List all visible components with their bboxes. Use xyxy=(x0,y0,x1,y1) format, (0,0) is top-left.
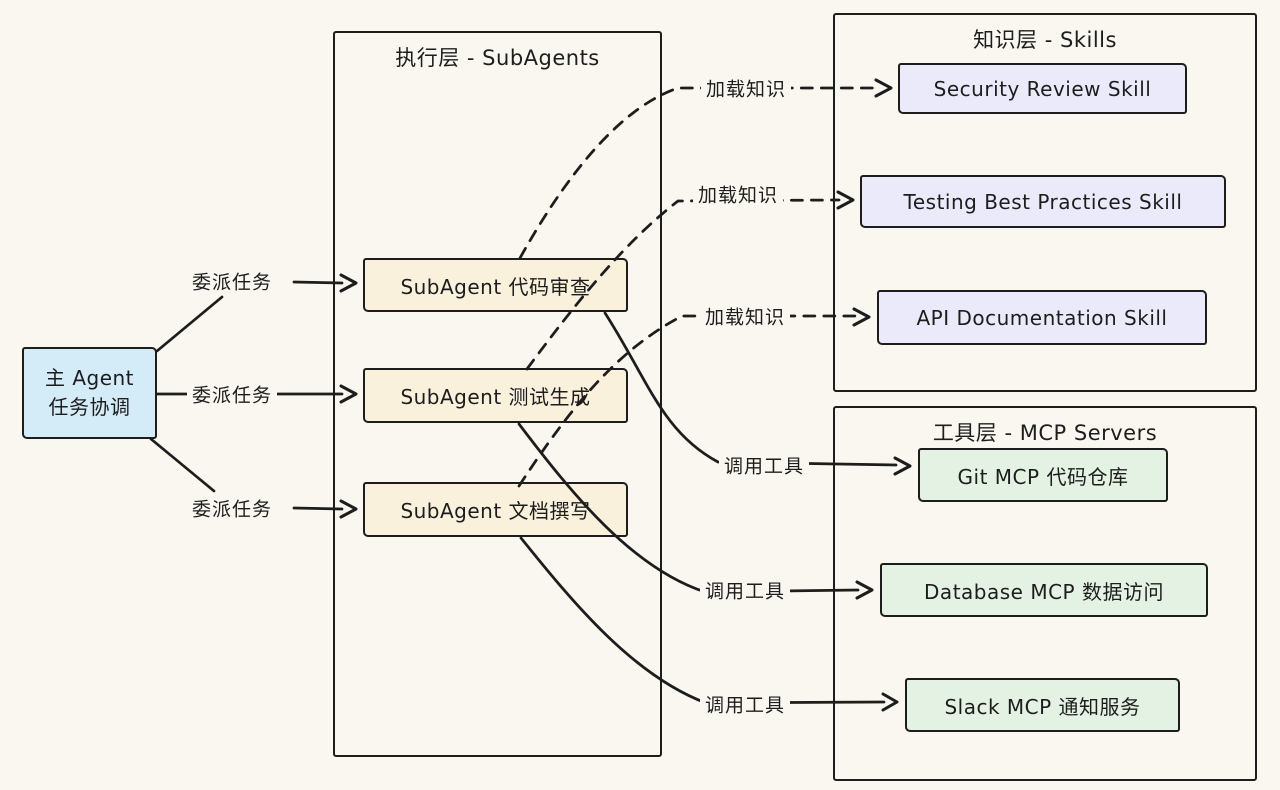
edge-label-call-tool-3: 调用工具 xyxy=(699,689,791,719)
main-agent-label-line2: 任务协调 xyxy=(48,395,131,419)
subagent-doc-writing-label: SubAgent 文档撰写 xyxy=(400,499,591,523)
edge-label-call-tool-1: 调用工具 xyxy=(718,450,810,480)
mcp-database-label: Database MCP 数据访问 xyxy=(924,579,1164,604)
subagent-doc-writing-node: SubAgent 文档撰写 xyxy=(363,482,628,537)
edge-label-call-tool-2: 调用工具 xyxy=(699,575,791,605)
mcp-database-node: Database MCP 数据访问 xyxy=(880,563,1208,617)
execution-layer-title: 执行层 - SubAgents xyxy=(395,46,600,70)
edge-label-delegate-2: 委派任务 xyxy=(186,379,278,409)
main-agent-node: 主 Agent 任务协调 xyxy=(22,347,157,439)
subagent-code-review-node: SubAgent 代码审查 xyxy=(363,258,628,312)
edge-label-load-knowledge-3: 加载知识 xyxy=(699,301,791,331)
main-agent-label-line1: 主 Agent xyxy=(44,366,135,390)
skill-security-review-label: Security Review Skill xyxy=(933,76,1152,101)
edge-label-load-knowledge-1: 加载知识 xyxy=(700,73,792,103)
subagent-code-review-label: SubAgent 代码审查 xyxy=(400,274,591,299)
edge-label-load-knowledge-2: 加载知识 xyxy=(692,179,784,209)
mcp-slack-label: Slack MCP 通知服务 xyxy=(944,694,1141,719)
mcp-slack-node: Slack MCP 通知服务 xyxy=(905,678,1180,732)
skill-api-documentation-label: API Documentation Skill xyxy=(916,305,1168,330)
skill-api-documentation-node: API Documentation Skill xyxy=(877,290,1207,345)
skill-security-review-node: Security Review Skill xyxy=(898,63,1187,114)
edge-label-delegate-1: 委派任务 xyxy=(186,266,278,296)
edge-delegate-3-stub xyxy=(149,437,216,493)
edge-label-delegate-3: 委派任务 xyxy=(186,493,278,523)
tools-layer-title: 工具层 - MCP Servers xyxy=(932,421,1158,445)
mcp-git-node: Git MCP 代码仓库 xyxy=(918,448,1168,502)
subagent-test-generation-node: SubAgent 测试生成 xyxy=(363,368,628,423)
mcp-git-label: Git MCP 代码仓库 xyxy=(957,464,1129,489)
skill-testing-best-practices-label: Testing Best Practices Skill xyxy=(903,189,1183,214)
skill-testing-best-practices-node: Testing Best Practices Skill xyxy=(860,175,1226,228)
subagent-test-generation-label: SubAgent 测试生成 xyxy=(400,385,591,409)
skills-layer-title: 知识层 - Skills xyxy=(973,28,1117,52)
edge-delegate-1-stub xyxy=(155,295,224,353)
